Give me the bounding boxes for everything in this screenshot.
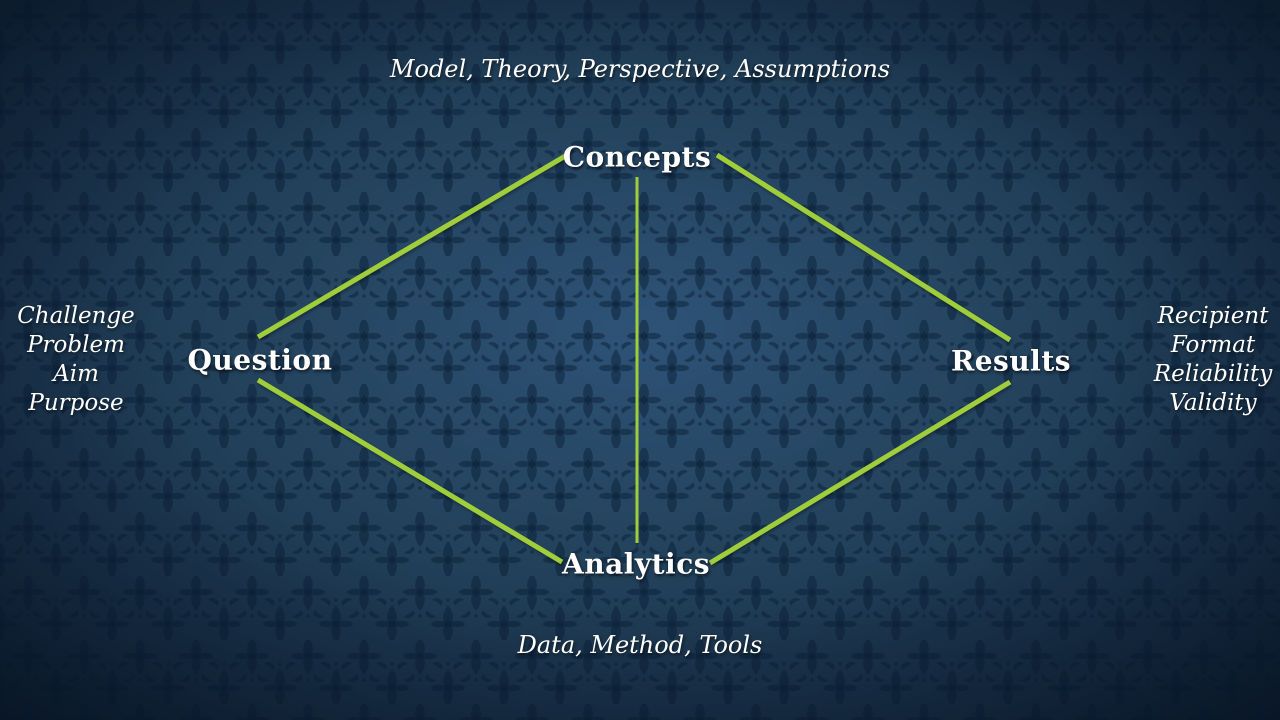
connector-question-analytics bbox=[256, 377, 564, 565]
annotation-question-detail: Challenge Problem Aim Purpose bbox=[17, 302, 135, 418]
annotation-line: Aim bbox=[53, 361, 99, 387]
node-analytics: Analytics bbox=[561, 547, 711, 581]
connector-concepts-results bbox=[715, 152, 1012, 343]
annotation-line: Challenge bbox=[17, 303, 135, 329]
annotation-line: Problem bbox=[27, 332, 125, 358]
annotation-concepts-detail: Model, Theory, Perspective, Assumptions bbox=[389, 55, 891, 83]
annotation-analytics-detail: Data, Method, Tools bbox=[517, 631, 763, 659]
annotation-line: Purpose bbox=[28, 390, 124, 416]
node-concepts: Concepts bbox=[562, 140, 712, 174]
annotation-line: Validity bbox=[1169, 390, 1257, 416]
connector-analytics-results bbox=[708, 379, 1012, 566]
node-question: Question bbox=[187, 343, 333, 377]
annotation-results-detail: Recipient Format Reliability Validity bbox=[1154, 302, 1272, 418]
connector-question-concepts bbox=[256, 152, 569, 340]
annotation-line: Format bbox=[1170, 332, 1256, 358]
annotation-line: Reliability bbox=[1153, 361, 1273, 387]
node-results: Results bbox=[950, 344, 1072, 378]
connector-concepts-analytics bbox=[633, 176, 641, 544]
annotation-line: Recipient bbox=[1157, 303, 1269, 329]
